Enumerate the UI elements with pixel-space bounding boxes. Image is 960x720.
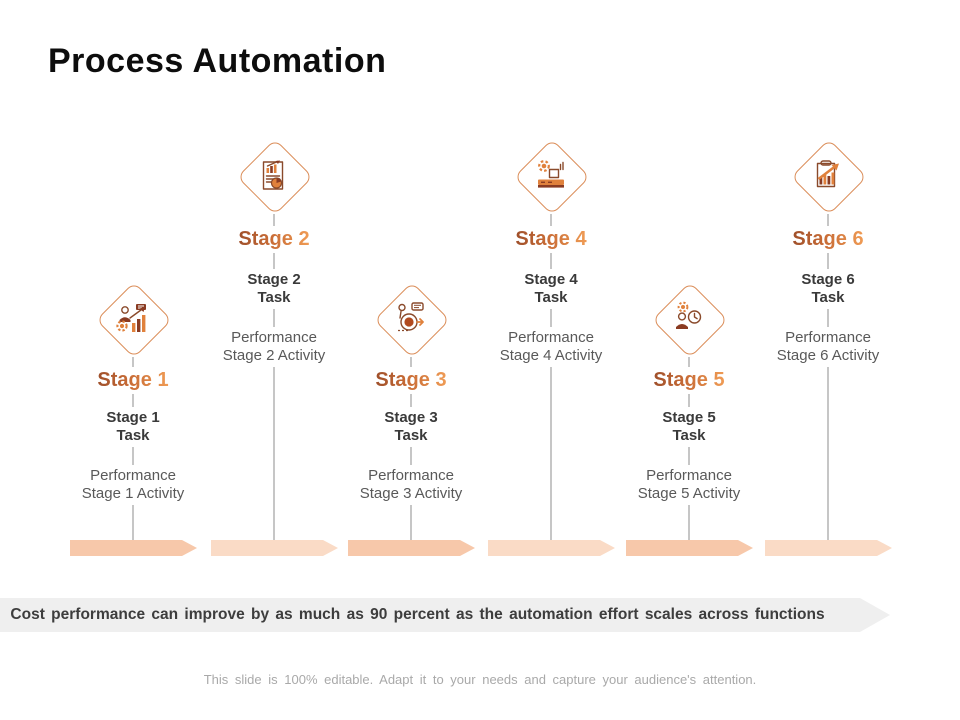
flow-arrow-1 bbox=[70, 540, 197, 556]
connector-line bbox=[273, 214, 275, 541]
person-time-gear-icon bbox=[669, 299, 709, 339]
footer-note: This slide is 100% editable. Adapt it to… bbox=[203, 672, 757, 687]
stage-1-label: Stage 1 bbox=[63, 367, 203, 394]
stage-6-label: Stage 6 bbox=[758, 226, 898, 253]
flow-arrow-2 bbox=[211, 540, 338, 556]
stage-5-label: Stage 5 bbox=[619, 367, 759, 394]
connector-line bbox=[827, 214, 829, 541]
growth-report-icon bbox=[808, 156, 848, 196]
agile-sprint-icon bbox=[391, 299, 431, 339]
stage-4-label: Stage 4 bbox=[481, 226, 621, 253]
automation-machine-icon bbox=[531, 156, 571, 196]
flow-arrow-3 bbox=[348, 540, 475, 556]
stage-3-label: Stage 3 bbox=[341, 367, 481, 394]
report-document-icon bbox=[254, 156, 294, 196]
page-title: Process Automation bbox=[48, 42, 387, 80]
banner-arrow: Cost performance can improve by as much … bbox=[0, 598, 890, 632]
stage-2-label: Stage 2 bbox=[204, 226, 344, 253]
flow-arrow-6 bbox=[765, 540, 892, 556]
banner-text: Cost performance can improve by as much … bbox=[10, 606, 825, 623]
flow-arrow-4 bbox=[488, 540, 615, 556]
connector-line bbox=[132, 357, 134, 541]
connector-line bbox=[688, 357, 690, 541]
person-analytics-gear-icon bbox=[113, 299, 153, 339]
connector-line bbox=[410, 357, 412, 541]
flow-arrow-5 bbox=[626, 540, 753, 556]
connector-line bbox=[550, 214, 552, 541]
